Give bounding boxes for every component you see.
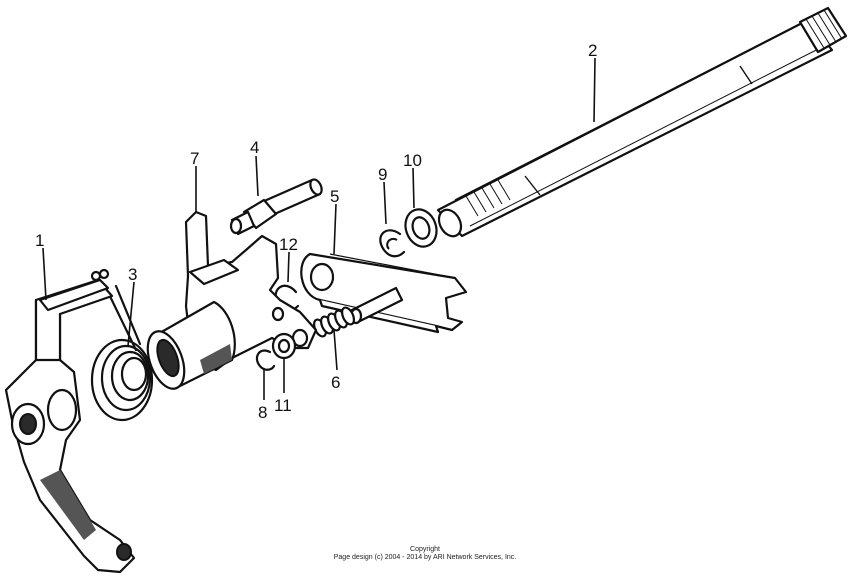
part-7-collar	[146, 300, 236, 390]
leader-5	[333, 203, 337, 255]
part-5-shift-plate	[300, 252, 468, 334]
callout-2: 2	[588, 41, 597, 60]
callout-3: 3	[128, 265, 137, 284]
part-8-eclip	[255, 349, 276, 371]
part-6-spring-pin	[312, 286, 404, 338]
callout-10: 10	[403, 151, 422, 170]
part-11-washer	[271, 332, 297, 360]
part-9-circlip	[379, 229, 406, 258]
leader-1	[42, 247, 47, 301]
copyright-line-2: Page design (c) 2004 - 2014 by ARI Netwo…	[333, 554, 517, 561]
leader-10	[412, 167, 415, 209]
callout-12: 12	[279, 235, 298, 254]
part-10-washer	[404, 208, 438, 248]
callout-11: 11	[274, 396, 292, 415]
leader-3	[127, 281, 135, 347]
part-2-shaft	[436, 6, 848, 238]
leader-12	[287, 251, 290, 283]
callout-7: 7	[190, 149, 199, 168]
spring-coils	[312, 306, 356, 338]
part-4-pin	[229, 178, 323, 236]
part-1-pedal	[4, 268, 136, 574]
leader-9	[383, 181, 387, 225]
callout-4: 4	[250, 138, 259, 157]
callout-1: 1	[35, 231, 44, 250]
leader-6	[333, 329, 338, 371]
callout-5: 5	[330, 187, 339, 206]
callout-8: 8	[258, 403, 267, 422]
callout-9: 9	[378, 165, 387, 184]
callout-6: 6	[331, 373, 340, 392]
callout-numbers: 1 2 3 4 5 6 7 8 9 10 11 12	[35, 41, 597, 422]
leader-lines	[42, 57, 596, 400]
part-3-spring	[90, 284, 154, 422]
leader-4	[255, 155, 259, 197]
copyright-footer: Copyright Page design (c) 2004 - 2014 by…	[0, 546, 850, 562]
shaft-spline-left	[465, 179, 511, 217]
copyright-line-1: Copyright	[410, 546, 440, 553]
leader-2	[593, 57, 596, 123]
shaft-spline-right	[798, 6, 848, 54]
